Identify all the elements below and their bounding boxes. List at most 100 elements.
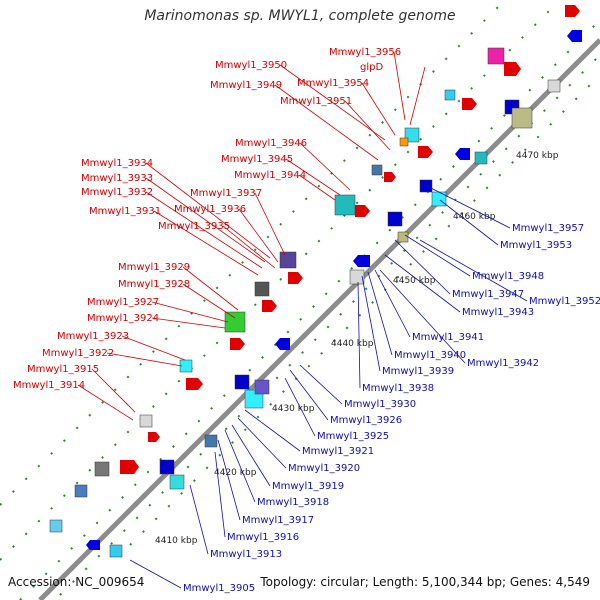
gene-block[interactable] [234,374,250,390]
leader-line [289,369,329,421]
gene-block[interactable] [74,484,88,498]
reverse-gene-label[interactable]: Mmwyl1_3952 [529,296,600,307]
gene-arrow[interactable] [86,540,100,550]
forward-gene-label[interactable]: Mmwyl1_3927 [87,297,159,308]
gene-block[interactable] [244,389,264,409]
gene-block[interactable] [487,47,505,65]
gene-block[interactable] [547,79,561,93]
gene-block[interactable] [204,434,218,448]
reverse-gene-label[interactable]: Mmwyl1_3941 [412,332,484,343]
forward-gene-label[interactable]: Mmwyl1_3944 [234,170,306,181]
gene-arrow[interactable] [288,272,303,284]
reverse-gene-label[interactable]: Mmwyl1_3917 [242,515,314,526]
gene-arrow[interactable] [230,338,245,350]
forward-gene-label[interactable]: Mmwyl1_3915 [27,364,99,375]
leader-line [77,384,134,421]
gene-arrow[interactable] [384,172,396,182]
reverse-gene-label[interactable]: Mmwyl1_3953 [500,240,572,251]
gene-block[interactable] [431,191,447,207]
forward-gene-label[interactable]: Mmwyl1_3931 [89,206,161,217]
gene-arrow[interactable] [455,148,470,160]
forward-gene-label[interactable]: Mmwyl1_3950 [215,60,287,71]
reverse-gene-label[interactable]: Mmwyl1_3938 [362,383,434,394]
gene-arrow[interactable] [504,62,521,76]
gene-block[interactable] [371,164,383,176]
forward-gene-label[interactable]: Mmwyl1_3923 [57,331,129,342]
reverse-gene-label[interactable]: Mmwyl1_3942 [467,358,539,369]
reverse-gene-label[interactable]: Mmwyl1_3920 [288,463,360,474]
forward-gene-label[interactable]: Mmwyl1_3933 [81,173,153,184]
forward-gene-label[interactable]: Mmwyl1_3922 [42,348,114,359]
forward-gene-label[interactable]: Mmwyl1_3934 [81,158,153,169]
gene-block[interactable] [419,179,433,193]
gene-block[interactable] [404,127,420,143]
gene-block[interactable] [169,474,185,490]
forward-gene-label[interactable]: Mmwyl1_3951 [280,96,352,107]
reverse-gene-label[interactable]: Mmwyl1_3925 [317,431,389,442]
gene-block[interactable] [139,414,153,428]
gene-arrow[interactable] [418,146,433,158]
gene-arrow[interactable] [275,338,290,350]
leader-line [145,162,271,259]
forward-gene-label[interactable]: Mmwyl1_3946 [235,138,307,149]
gene-arrow[interactable] [567,30,582,42]
reverse-gene-label[interactable]: Mmwyl1_3918 [257,497,329,508]
reverse-gene-label[interactable]: Mmwyl1_3916 [227,532,299,543]
forward-gene-label[interactable]: Mmwyl1_3954 [297,78,369,89]
reverse-gene-label[interactable]: Mmwyl1_3939 [382,366,454,377]
gene-block[interactable] [474,151,488,165]
leader-line [279,64,386,141]
forward-gene-label[interactable]: Mmwyl1_3956 [329,47,401,58]
reverse-gene-label[interactable]: Mmwyl1_3948 [472,271,544,282]
forward-gene-label[interactable]: Mmwyl1_3932 [81,187,153,198]
gene-block[interactable] [224,311,246,333]
gene-block[interactable] [254,281,270,297]
gene-block[interactable] [387,211,403,227]
leader-line [129,559,182,589]
forward-gene-label[interactable]: Mmwyl1_3945 [221,154,293,165]
gene-block[interactable] [254,379,270,395]
reverse-gene-label[interactable]: Mmwyl1_3947 [452,289,524,300]
forward-gene-label[interactable]: glpD [360,62,383,73]
reverse-gene-label[interactable]: Mmwyl1_3913 [210,549,282,560]
gene-arrow[interactable] [120,460,139,474]
gene-block[interactable] [444,89,456,101]
gene-arrow[interactable] [353,255,370,267]
reverse-gene-label[interactable]: Mmwyl1_3926 [330,415,402,426]
reverse-gene-label[interactable]: Mmwyl1_3919 [272,481,344,492]
forward-gene-label[interactable]: Mmwyl1_3924 [87,313,159,324]
gene-block[interactable] [349,269,365,285]
forward-gene-label[interactable]: Mmwyl1_3929 [118,262,190,273]
gene-block[interactable] [109,544,123,558]
forward-gene-label[interactable]: Mmwyl1_3928 [118,279,190,290]
gene-block[interactable] [334,194,356,216]
gene-block[interactable] [94,461,110,477]
forward-gene-label[interactable]: Mmwyl1_3937 [190,188,262,199]
reverse-gene-label[interactable]: Mmwyl1_3943 [462,307,534,318]
gene-block[interactable] [399,137,409,147]
gene-arrow[interactable] [148,432,160,442]
gene-arrow[interactable] [462,98,477,110]
forward-gene-label[interactable]: Mmwyl1_3935 [158,221,230,232]
gene-block[interactable] [159,459,175,475]
reverse-gene-label[interactable]: Mmwyl1_3930 [344,399,416,410]
leader-line [121,335,186,361]
scale-tick-label: 4470 kbp [516,151,559,161]
reverse-gene-label[interactable]: Mmwyl1_3905 [183,583,255,594]
gene-block[interactable] [49,519,63,533]
gene-block[interactable] [511,107,533,129]
gene-arrow[interactable] [565,5,580,17]
forward-gene-label[interactable]: Mmwyl1_3936 [174,204,246,215]
gene-arrow[interactable] [262,300,277,312]
reverse-gene-label[interactable]: Mmwyl1_3940 [394,350,466,361]
gene-arrow[interactable] [186,378,203,390]
reverse-gene-label[interactable]: Mmwyl1_3921 [302,446,374,457]
leader-line [361,82,396,136]
gene-block[interactable] [279,251,297,269]
forward-gene-label[interactable]: Mmwyl1_3914 [13,380,85,391]
gene-block[interactable] [397,231,409,243]
gene-arrow[interactable] [355,205,370,217]
forward-gene-label[interactable]: Mmwyl1_3949 [210,80,282,91]
reverse-gene-label[interactable]: Mmwyl1_3957 [512,223,584,234]
